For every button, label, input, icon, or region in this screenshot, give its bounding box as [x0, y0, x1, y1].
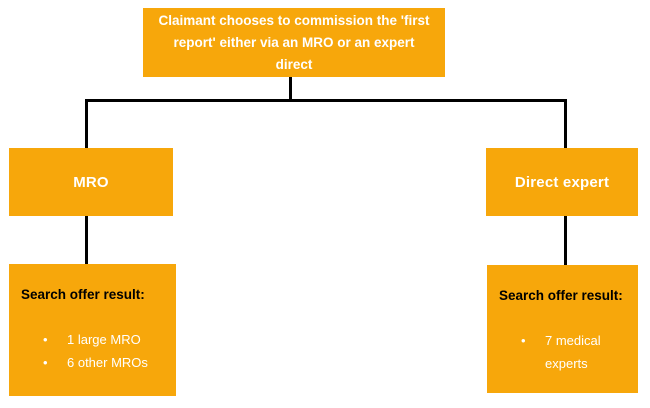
node-direct-expert: Direct expert [486, 148, 638, 216]
connector-horizontal-rail [85, 99, 567, 102]
bullet-list: 1 large MRO 6 other MROs [9, 328, 176, 374]
connector-expert-to-result [564, 216, 567, 265]
root-node: Claimant chooses to commission the 'firs… [143, 8, 445, 77]
node-mro: MRO [9, 148, 173, 216]
result-heading: Search offer result: [499, 288, 623, 303]
connector-mro-to-result [85, 216, 88, 264]
bullet-item: 6 other MROs [43, 351, 172, 374]
bullet-item: 1 large MRO [43, 328, 172, 351]
result-box-direct-expert: Search offer result: 7 medical experts [487, 265, 638, 393]
bullet-item: 7 medical experts [521, 329, 617, 375]
result-box-mro: Search offer result: 1 large MRO 6 other… [9, 264, 176, 396]
bullet-list: 7 medical experts [487, 329, 638, 375]
result-heading: Search offer result: [21, 287, 145, 302]
connector-drop-to-mro [85, 99, 88, 148]
connector-root-stem [289, 77, 292, 101]
connector-drop-to-expert [564, 99, 567, 148]
